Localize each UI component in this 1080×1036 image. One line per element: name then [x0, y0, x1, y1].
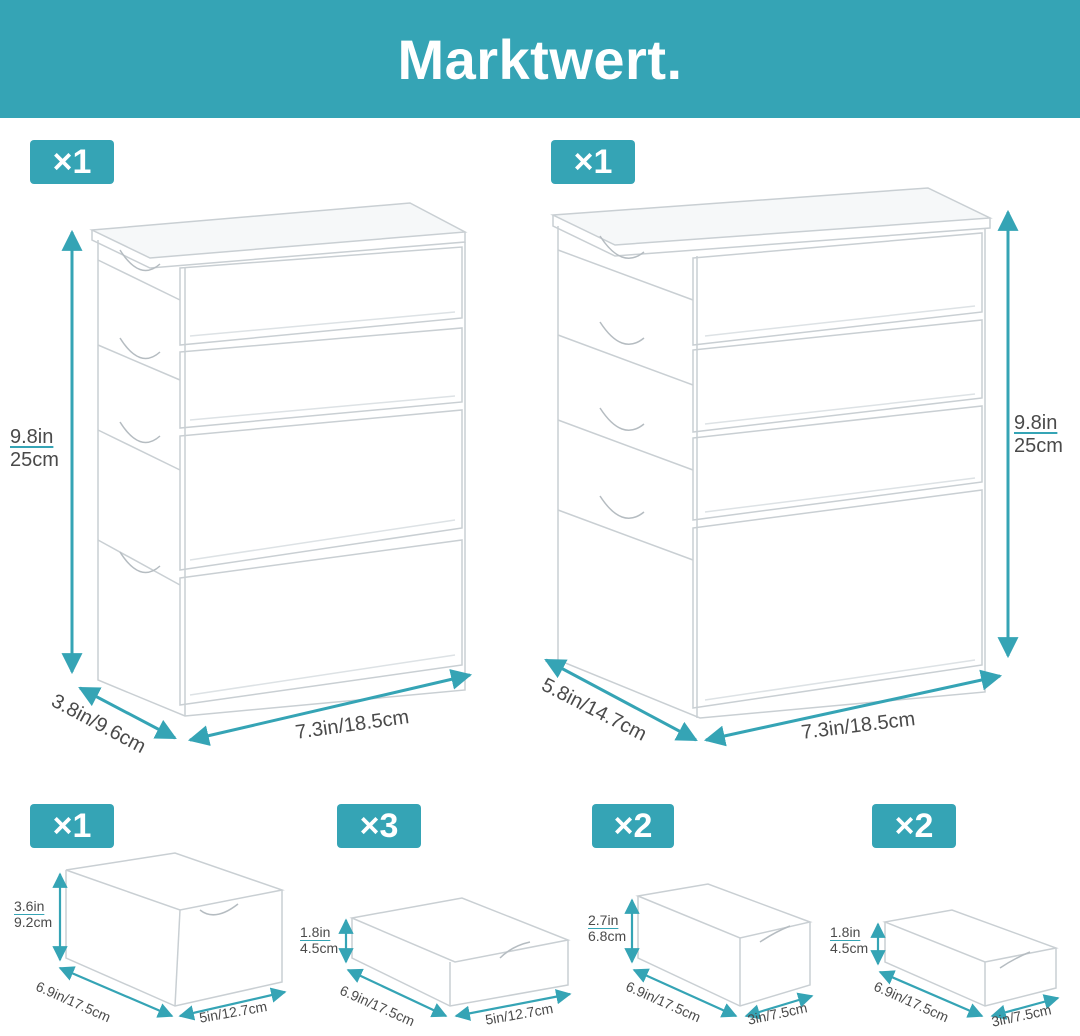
height-in: 2.7in — [588, 912, 619, 928]
header-title: Marktwert. — [397, 27, 683, 91]
height-in: 3.6in — [14, 898, 45, 914]
height-cm: 25cm — [1014, 435, 1063, 457]
header-banner: Marktwert. — [0, 0, 1080, 118]
drawer-narrow-tall — [635, 883, 813, 1007]
quantity-badge-drawer-narrow-tall: ×2 — [592, 804, 674, 848]
height-label-drawer-narrow-short: 1.8in 4.5cm — [830, 924, 868, 956]
height-in: 9.8in — [10, 426, 54, 448]
height-label-drawer-large: 3.6in 9.2cm — [14, 898, 52, 930]
organizer-tower-small — [89, 202, 468, 717]
quantity-badge-tower-small: ×1 — [30, 140, 114, 184]
height-label-drawer-medium: 1.8in 4.5cm — [300, 924, 338, 956]
height-in: 1.8in — [830, 924, 861, 940]
quantity-badge-drawer-narrow-short: ×2 — [872, 804, 956, 848]
dimension-arrows — [61, 209, 1019, 747]
quantity-badge-tower-large: ×1 — [551, 140, 635, 184]
drawer-large — [65, 852, 285, 1007]
quantity-badge-drawer-medium: ×3 — [337, 804, 421, 848]
height-label-tower-small: 9.8in 25cm — [10, 426, 59, 472]
organizer-tower-large — [550, 187, 993, 719]
quantity-badge-drawer-large: ×1 — [30, 804, 114, 848]
height-cm: 6.8cm — [588, 928, 627, 945]
height-label-drawer-narrow-tall: 2.7in 6.8cm — [588, 912, 626, 944]
height-in: 9.8in — [1014, 412, 1058, 434]
height-in: 1.8in — [300, 924, 331, 940]
drawer-medium — [349, 897, 571, 1007]
height-label-tower-large: 9.8in 25cm — [1014, 412, 1063, 458]
height-cm: 4.5cm — [830, 940, 869, 957]
height-cm: 25cm — [10, 449, 59, 471]
height-cm: 9.2cm — [14, 914, 53, 931]
height-cm: 4.5cm — [300, 940, 339, 957]
